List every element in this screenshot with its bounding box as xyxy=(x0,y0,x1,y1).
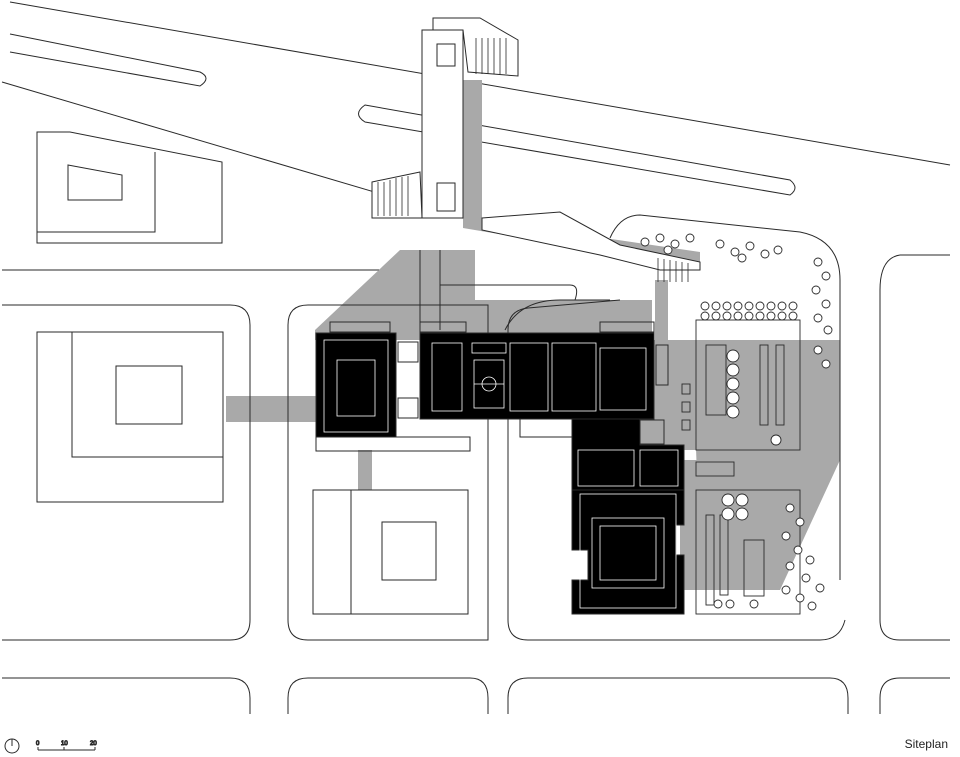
building-interior-lines xyxy=(323,339,679,609)
neighbour-buildings xyxy=(36,131,469,615)
scale-tick-20: 20 xyxy=(90,741,97,747)
scale-bar: 0 10 20 xyxy=(36,741,98,751)
tower-bridge xyxy=(371,17,701,331)
north-arrow-icon xyxy=(4,738,20,754)
trees xyxy=(640,233,833,611)
plan-title: Siteplan xyxy=(904,737,948,751)
main-building xyxy=(315,332,685,615)
stair-hatching xyxy=(377,38,689,282)
block-outlines xyxy=(2,214,950,714)
scale-tick-10: 10 xyxy=(61,741,68,747)
connectors xyxy=(315,321,669,452)
scale-tick-0: 0 xyxy=(36,741,40,747)
